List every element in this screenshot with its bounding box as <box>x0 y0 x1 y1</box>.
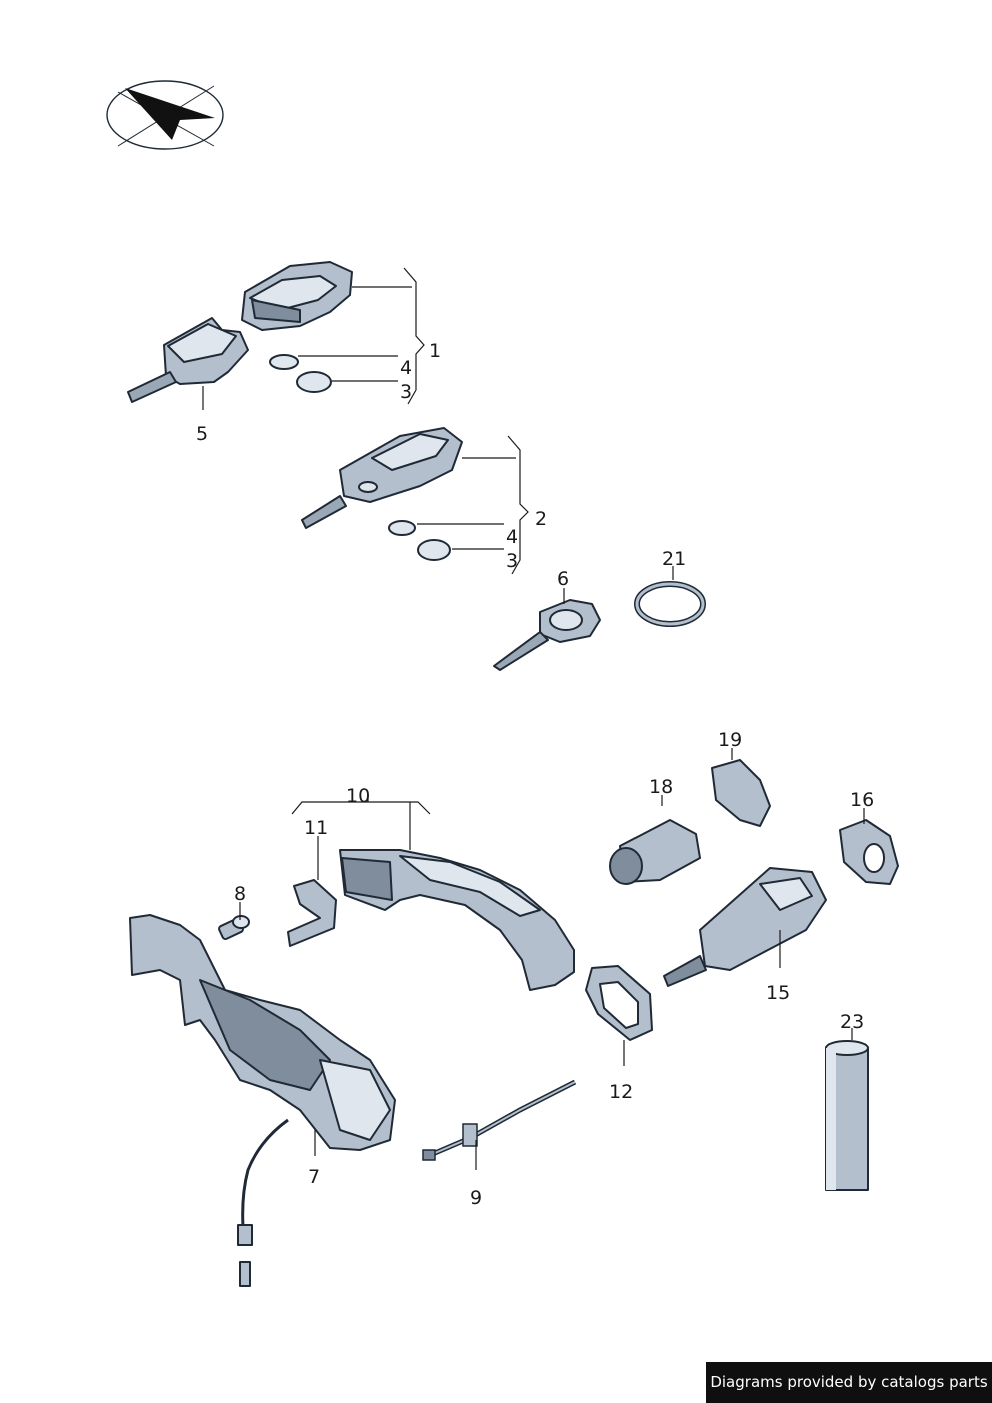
key-housing-1 <box>241 261 353 331</box>
callout-12: 12 <box>609 1081 633 1103</box>
handle-carrier-7 <box>129 914 396 1287</box>
callout-23: 23 <box>840 1011 864 1033</box>
seal-ring-21 <box>634 581 706 627</box>
callout-6: 6 <box>557 568 569 590</box>
compass-arrow-icon <box>106 80 224 150</box>
seal-12 <box>585 965 653 1041</box>
battery-part-4-mid <box>388 520 416 536</box>
lock-cylinder-18 <box>609 819 701 885</box>
callout-10: 10 <box>346 785 370 807</box>
cap-16 <box>839 819 899 885</box>
callout-4-mid: 4 <box>506 526 518 548</box>
battery-part-3-mid <box>417 539 451 561</box>
group-brackets <box>291 267 529 815</box>
callout-9: 9 <box>470 1187 482 1209</box>
callout-5: 5 <box>196 423 208 445</box>
callout-15: 15 <box>766 982 790 1004</box>
callout-7: 7 <box>308 1166 320 1188</box>
credit-banner[interactable]: Diagrams provided by catalogs parts <box>706 1362 992 1403</box>
battery-part-4-top <box>269 354 299 370</box>
callout-1: 1 <box>429 340 441 362</box>
lock-cylinder-15 <box>663 867 827 987</box>
callout-21: 21 <box>662 548 686 570</box>
callout-4-top: 4 <box>400 357 412 379</box>
callout-2: 2 <box>535 508 547 530</box>
cap-11 <box>287 879 337 947</box>
wiring-9 <box>422 1079 577 1161</box>
leader-lines <box>202 286 865 1170</box>
screw-8 <box>218 915 250 941</box>
callout-18: 18 <box>649 776 673 798</box>
callout-8: 8 <box>234 883 246 905</box>
key-housing-2 <box>301 427 463 529</box>
battery-part-3-top <box>296 371 332 393</box>
tube-23 <box>825 1040 869 1191</box>
callout-19: 19 <box>718 729 742 751</box>
callout-labels: 1 2 3 3 4 4 5 6 7 8 9 10 11 12 15 16 18 … <box>196 340 874 1209</box>
cap-19 <box>711 759 771 827</box>
callout-16: 16 <box>850 789 874 811</box>
callout-3-top: 3 <box>400 381 412 403</box>
callout-11: 11 <box>304 817 328 839</box>
callout-3-mid: 3 <box>506 550 518 572</box>
grip-handle-10 <box>339 849 575 991</box>
key-blade-5 <box>127 317 249 403</box>
key-6 <box>493 599 601 671</box>
